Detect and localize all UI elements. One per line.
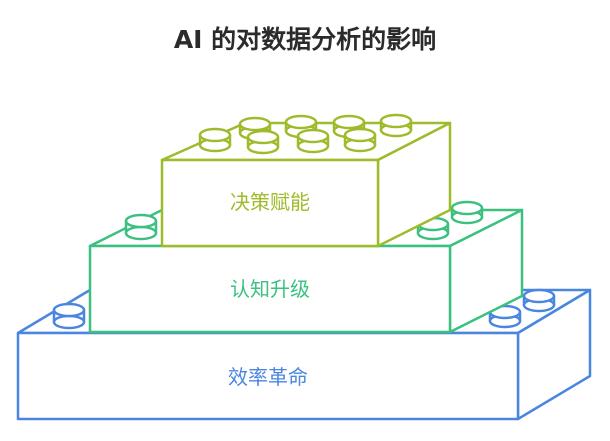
brick-efficiency-label: 效率革命 [228, 365, 308, 389]
brick-efficiency-stud-3 [522, 288, 556, 313]
brick-cognition-stud-3 [450, 200, 484, 225]
brick-decision-stud-8 [343, 127, 377, 153]
brick-decision-stud-5 [198, 127, 232, 153]
brick-decision: 决策赋能 [160, 113, 452, 248]
brick-decision-stud-4 [379, 113, 413, 138]
brick-cognition-stud-1 [124, 213, 158, 241]
brick-efficiency-stud-1 [52, 302, 86, 330]
brick-decision-stud-2 [284, 114, 318, 139]
brick-cognition-label: 认知升级 [230, 277, 310, 301]
brick-decision-label: 决策赋能 [230, 190, 310, 214]
brick-decision-stud-7 [296, 128, 330, 154]
page-title: AI 的对数据分析的影响 [173, 25, 437, 54]
brick-decision-stud-6 [246, 129, 280, 155]
